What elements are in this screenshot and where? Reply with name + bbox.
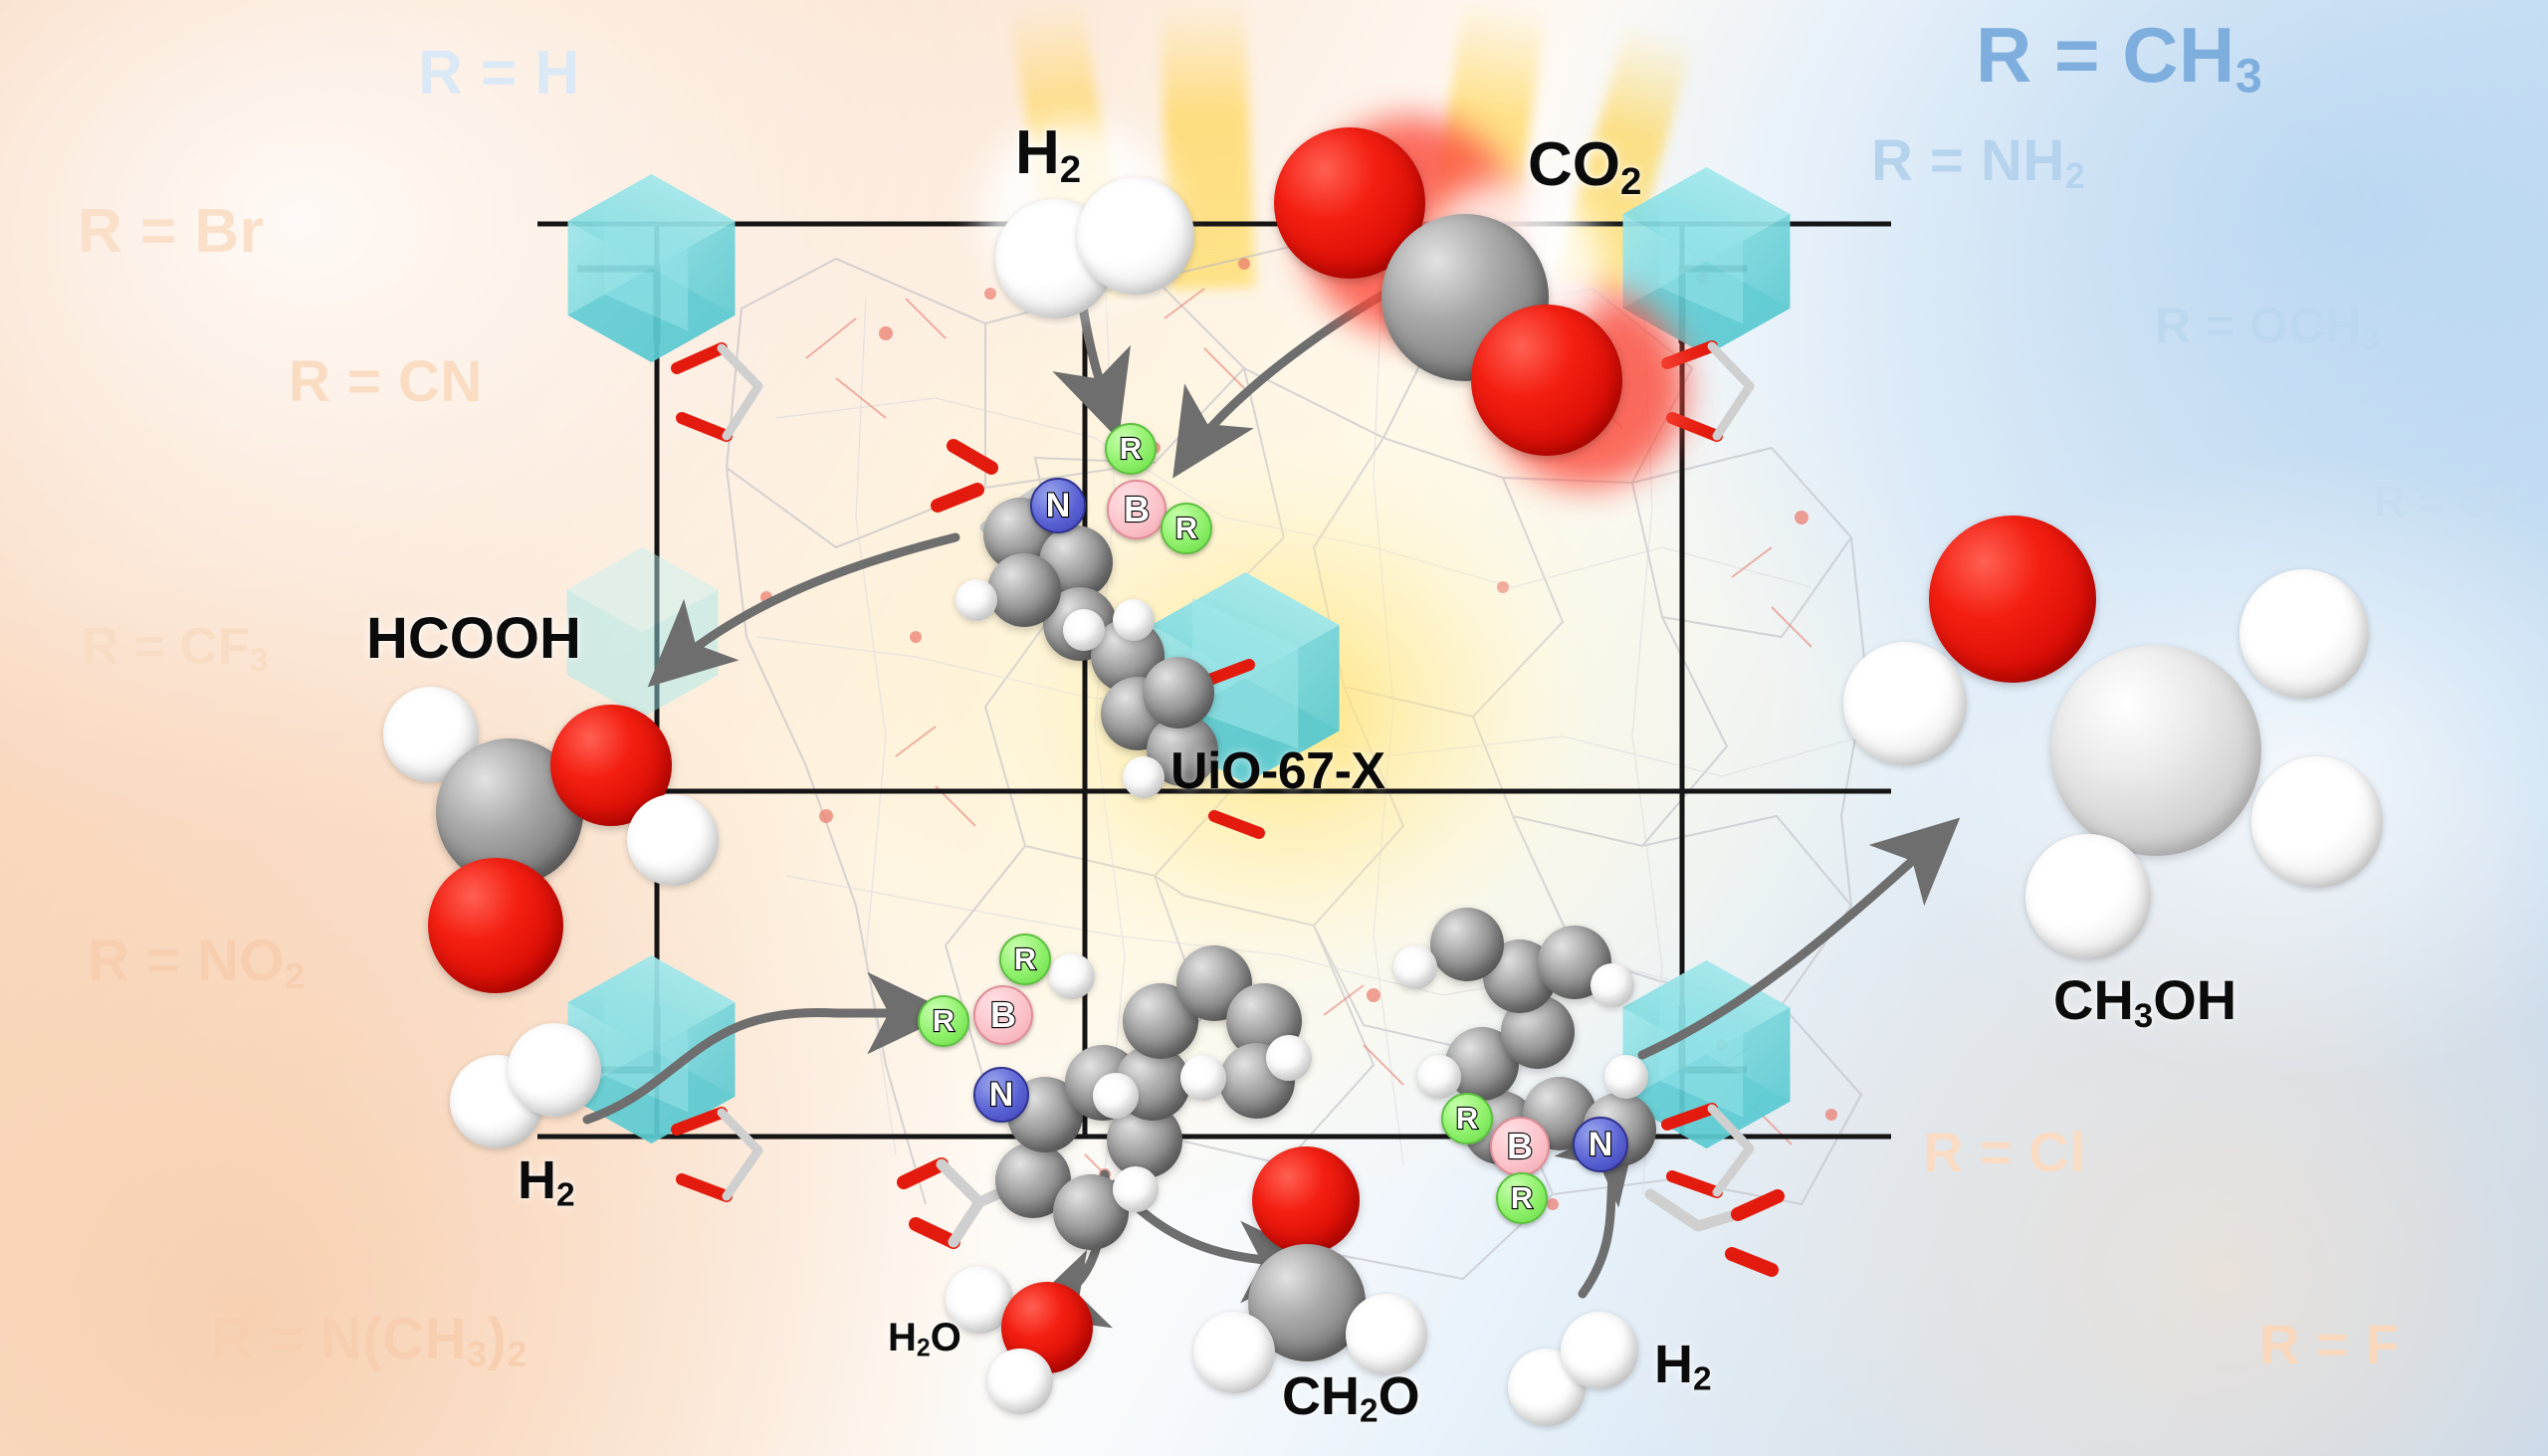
linker2-hydrogen-2 — [1113, 1166, 1159, 1212]
linker2-substituent-badge-1: R — [999, 934, 1051, 985]
linker2-substituent-label-2: R — [932, 1002, 956, 1039]
linker2-substituent-badge-2: R — [918, 995, 969, 1047]
linker1-hydrogen-2 — [1063, 609, 1105, 651]
h2-top-atom-2 — [1077, 177, 1194, 295]
label-h2-top-text: H2 — [1015, 118, 1082, 191]
co2-oxygen-2 — [1471, 305, 1622, 456]
ch3oh-carbon — [2050, 645, 2261, 856]
linker2-nitrogen-badge: N — [973, 1067, 1029, 1123]
h2o-hydrogen-2 — [987, 1349, 1053, 1414]
linker3-substituent-badge-1: R — [1441, 1093, 1493, 1144]
linker1-hydrogen-3 — [1113, 599, 1155, 641]
label-h2o: H2O — [888, 1316, 961, 1363]
linker1-hydrogen-1 — [956, 579, 997, 621]
linker2-hydrogen-4 — [1266, 1035, 1312, 1081]
linker3-boron-badge: B — [1490, 1117, 1550, 1176]
linker2-boron-badge: B — [973, 985, 1033, 1045]
label-h2-bottom: H2 — [1654, 1334, 1712, 1399]
label-h2-left: H2 — [518, 1149, 575, 1215]
ch3oh-methyl-hydrogen-2 — [2251, 756, 2383, 888]
linker1-carbon-4 — [987, 553, 1061, 627]
h2-bottom-atom-2 — [1561, 1312, 1638, 1389]
linker1-substituent-badge-2: R — [1161, 503, 1212, 554]
linker1-nitrogen-label: N — [1045, 485, 1072, 524]
linker1-substituent-label-2: R — [1174, 510, 1199, 546]
substituent-watermark-1: R = CH3 — [1976, 11, 2263, 104]
linker3-substituent-badge-2: R — [1496, 1172, 1548, 1224]
ch2o-oxygen — [1252, 1146, 1360, 1254]
substituent-watermark-6: R = CN — [289, 349, 483, 414]
linker2-nitrogen-label: N — [988, 1074, 1015, 1114]
linker2-hydrogen-3 — [1180, 1055, 1226, 1101]
ch3oh-oxygen — [1929, 516, 2096, 683]
uio67-center-label-text: UiO-67-X — [1170, 742, 1385, 800]
substituent-watermark-2: R = NH2 — [1871, 128, 2086, 196]
linker3-hydrogen-3 — [1591, 963, 1634, 1007]
linker3-nitrogen-label: N — [1588, 1124, 1614, 1163]
label-hcooh-text: HCOOH — [366, 606, 581, 671]
ch2o-hydrogen-2 — [1346, 1294, 1427, 1375]
linker1-substituent-label-1: R — [1119, 430, 1144, 467]
label-hcooh: HCOOH — [366, 605, 581, 672]
linker2-hydrogen-1 — [1049, 953, 1095, 999]
substituent-watermark-11: R = F — [2259, 1313, 2400, 1375]
substituent-watermark-3: R = OCH3 — [2155, 298, 2380, 356]
substituent-watermark-9: R = N(CH3)2 — [211, 1307, 528, 1374]
ch3oh-methyl-hydrogen-3 — [2025, 834, 2151, 959]
label-ch3oh-text: CH3OH — [2053, 968, 2237, 1035]
linker2-hydrogen-5 — [1093, 1073, 1139, 1119]
linker3-boron-label: B — [1506, 1125, 1534, 1167]
linker3-carbon-7 — [1430, 908, 1504, 981]
substituent-watermark-7: R = CF3 — [82, 618, 269, 679]
substituent-watermark-10: R = Cl — [1923, 1121, 2086, 1183]
ch2o-hydrogen-1 — [1193, 1312, 1275, 1393]
substituent-watermark-4: R = OH — [2374, 478, 2524, 526]
ch3oh-methyl-hydrogen-1 — [2239, 569, 2369, 699]
label-h2-bottom-text: H2 — [1654, 1335, 1712, 1398]
substituent-watermark-8: R = NO2 — [88, 929, 306, 996]
linker3-hydrogen-1 — [1417, 1055, 1461, 1099]
linker2-substituent-label-1: R — [1013, 940, 1038, 977]
substituent-watermark-0: R = H — [418, 39, 580, 107]
linker3-substituent-label-2: R — [1510, 1179, 1535, 1216]
linker1-nitrogen-badge: N — [1030, 478, 1086, 533]
linker2-boron-label: B — [989, 993, 1017, 1036]
label-co2-top-text: CO2 — [1528, 130, 1642, 203]
linker1-hydrogen-4 — [1123, 756, 1165, 798]
substituent-watermark-5: R = Br — [78, 197, 265, 266]
label-ch2o-text: CH2O — [1282, 1366, 1420, 1430]
hcooh-hydrogen-2 — [627, 794, 719, 886]
linker3-hydrogen-4 — [1393, 945, 1437, 989]
linker1-boron-label: B — [1123, 488, 1151, 530]
label-h2o-text: H2O — [888, 1316, 961, 1362]
ch3oh-hydroxyl-hydrogen — [1843, 642, 1967, 765]
hcooh-oxygen-2 — [428, 858, 563, 993]
linker3-hydrogen-2 — [1604, 1055, 1648, 1099]
label-ch2o: CH2O — [1282, 1365, 1420, 1431]
linker3-nitrogen-badge: N — [1573, 1117, 1628, 1172]
h2-left-atom-2 — [508, 1023, 601, 1117]
label-ch3oh: CH3OH — [2053, 967, 2236, 1036]
uio67-center-label: UiO-67-X — [1170, 741, 1385, 801]
linker1-carbon-8 — [1143, 657, 1214, 728]
linker1-boron-badge: B — [1107, 480, 1167, 539]
label-co2-top: CO2 — [1528, 129, 1641, 204]
label-h2-top: H2 — [1015, 117, 1081, 192]
linker1-substituent-badge-1: R — [1105, 423, 1157, 475]
label-h2-left-text: H2 — [518, 1150, 575, 1214]
linker3-substituent-label-1: R — [1455, 1100, 1480, 1137]
